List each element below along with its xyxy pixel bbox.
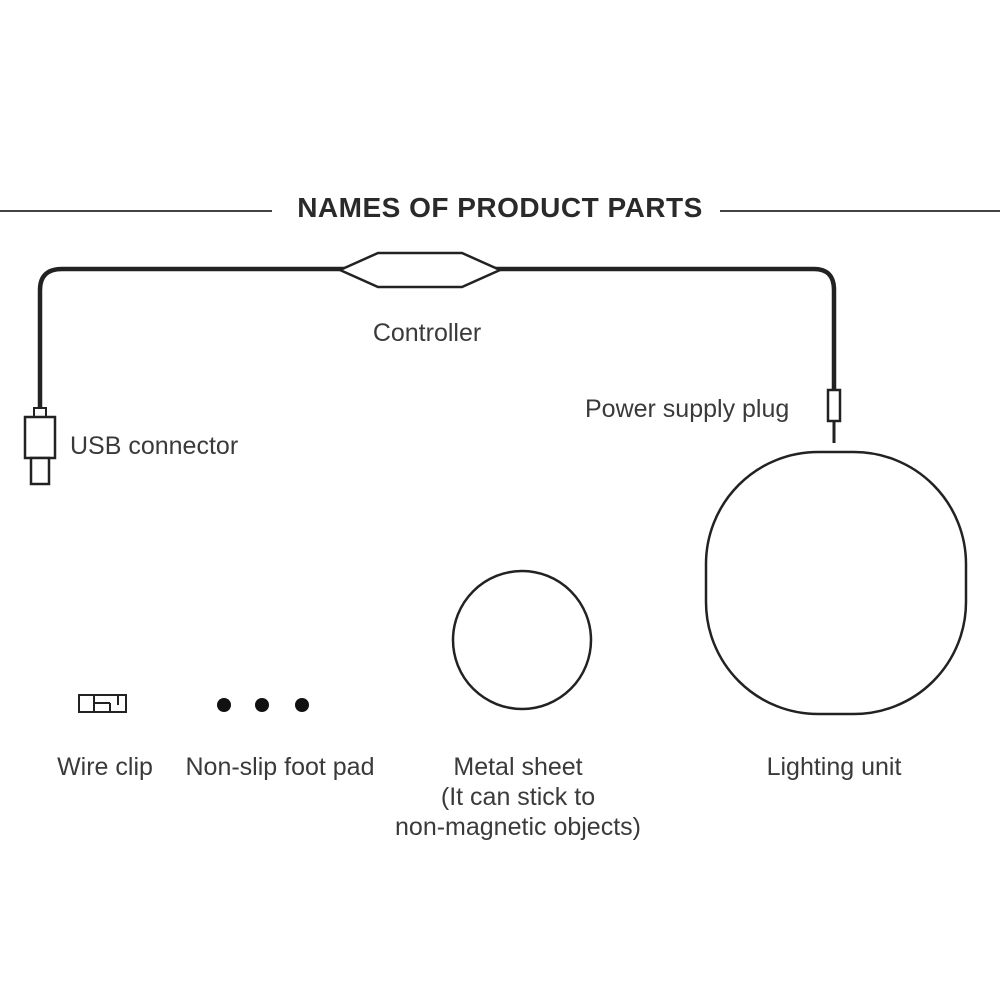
wire-clip-shape <box>78 694 127 713</box>
metal-sheet-note-line2: non-magnetic objects) <box>395 813 641 841</box>
power-plug-shape <box>826 388 842 443</box>
diagram-title: NAMES OF PRODUCT PARTS <box>297 192 703 223</box>
power-plug-label: Power supply plug <box>585 395 790 423</box>
lighting-unit-label: Lighting unit <box>766 753 902 781</box>
lighting-unit-shape <box>704 450 968 716</box>
metal-sheet-shape <box>451 569 593 711</box>
controller-shape <box>336 251 504 289</box>
wire-clip-label: Wire clip <box>57 753 153 781</box>
metal-sheet-note-line1: (It can stick to <box>440 783 596 811</box>
metal-sheet-label: Metal sheet <box>453 753 583 781</box>
foot-pad-label: Non-slip foot pad <box>185 753 375 781</box>
cable <box>37 266 837 413</box>
usb-connector-shape <box>23 407 57 486</box>
foot-pad-dots <box>217 698 309 712</box>
controller-label: Controller <box>372 319 482 347</box>
usb-connector-label: USB connector <box>70 432 239 460</box>
